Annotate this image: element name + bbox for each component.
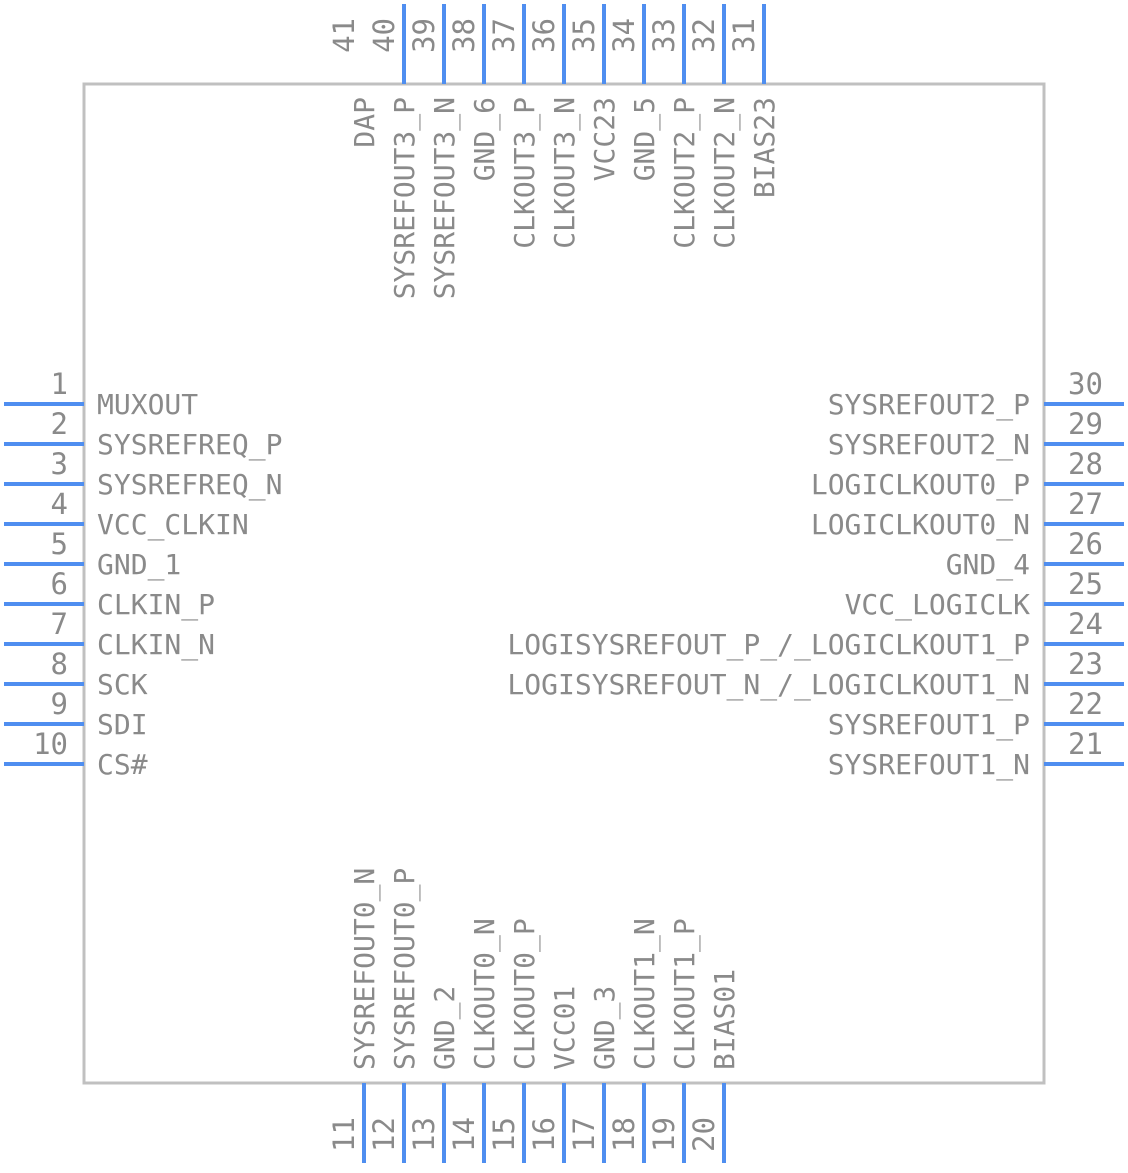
pin-group [4,4,1124,1163]
pin-label: SYSREFOUT2_N [828,428,1030,462]
pin-number: 20 [687,1117,721,1152]
pin-label: SYSREFOUT3_N [428,97,462,299]
pin-label: GND_5 [628,97,662,181]
pin-label: SDI [97,708,148,741]
pin-label: CLKOUT0_N [468,918,502,1070]
pin-label: CLKOUT0_P [508,918,542,1070]
pin-number: 36 [527,18,561,53]
pin-label: SYSREFREQ_N [97,468,282,502]
pin-number: 27 [1068,487,1103,521]
pin-number: 39 [407,18,441,53]
pin-label: SYSREFOUT2_P [828,388,1030,422]
pin-number: 9 [51,687,68,721]
pin-number: 30 [1068,367,1103,401]
pin-number: 24 [1068,607,1103,641]
pin-number: 25 [1068,567,1103,601]
pin-number: 6 [51,567,68,601]
pin-number: 33 [647,18,681,53]
pin-label: SYSREFOUT0_P [388,868,422,1070]
pin-number: 11 [327,1117,361,1152]
pin-number: 21 [1068,727,1103,761]
pin-number: 18 [607,1117,641,1152]
pin-label: BIAS01 [708,969,741,1070]
pin-number: 4 [51,487,68,521]
pin-label: GND_3 [588,986,622,1070]
pin-number: 16 [527,1117,561,1152]
pin-number: 23 [1068,647,1103,681]
pin-number: 10 [33,727,68,761]
pin-number: 2 [51,407,68,441]
pin-number: 38 [447,18,481,53]
pin-number: 28 [1068,447,1103,481]
pin-label: LOGISYSREFOUT_N_/_LOGICLKOUT1_N [507,668,1030,702]
pin-label: CLKOUT1_N [628,918,662,1070]
pin-label: GND_6 [468,97,502,181]
pin-number: 40 [367,18,401,53]
pin-label: SCK [97,668,148,701]
pin-label: VCC_CLKIN [97,508,249,542]
pin-number: 31 [727,18,761,53]
pin-label: CLKOUT3_N [548,97,582,249]
pin-label: MUXOUT [97,388,198,421]
ic-body [82,82,1046,1085]
pin-number: 34 [607,18,641,53]
pin-number: 5 [51,527,68,561]
pin-number: 7 [51,607,68,641]
pin-label: BIAS23 [748,97,781,198]
pin-label: CLKOUT3_P [508,97,542,249]
pin-label: VCC23 [588,97,621,181]
pin-number: 19 [647,1117,681,1152]
pin-label: SYSREFOUT1_N [828,748,1030,782]
pin-number: 13 [407,1117,441,1152]
pin-label: LOGISYSREFOUT_P_/_LOGICLKOUT1_P [507,628,1030,662]
pin-label: CLKIN_N [97,628,215,662]
pin-number: 8 [51,647,68,681]
pin-number: 17 [567,1117,601,1152]
pin-label: LOGICLKOUT0_N [811,508,1030,542]
pin-label: CLKOUT1_P [668,918,702,1070]
pin-number: 26 [1068,527,1103,561]
pin-number: 37 [487,18,521,53]
pin-label: VCC_LOGICLK [845,588,1031,622]
pin-label: GND_2 [428,986,462,1070]
pin-label: VCC01 [548,986,581,1070]
pin-label: SYSREFREQ_P [97,428,282,462]
pin-label: CLKOUT2_N [708,97,742,249]
pin-label: DAP [348,97,381,148]
pin-label: SYSREFOUT0_N [348,868,382,1070]
pin-label: SYSREFOUT1_P [828,708,1030,742]
pin-label: GND_1 [97,548,181,582]
pin-label: SYSREFOUT3_P [388,97,422,299]
pin-label: CS# [97,748,148,781]
pin-number: 3 [51,447,68,481]
pin-number: 12 [367,1117,401,1152]
pin-number: 22 [1068,687,1103,721]
pin-label: GND_4 [946,548,1030,582]
pin-number: 32 [687,18,721,53]
pin-number: 41 [327,18,361,53]
pin-number: 15 [487,1117,521,1152]
pin-number: 29 [1068,407,1103,441]
pin-label: CLKOUT2_P [668,97,702,249]
pin-label: LOGICLKOUT0_P [811,468,1030,502]
pin-label: CLKIN_P [97,588,215,622]
pin-number: 1 [51,367,68,401]
pin-number: 14 [447,1117,481,1152]
pin-number: 35 [567,18,601,53]
